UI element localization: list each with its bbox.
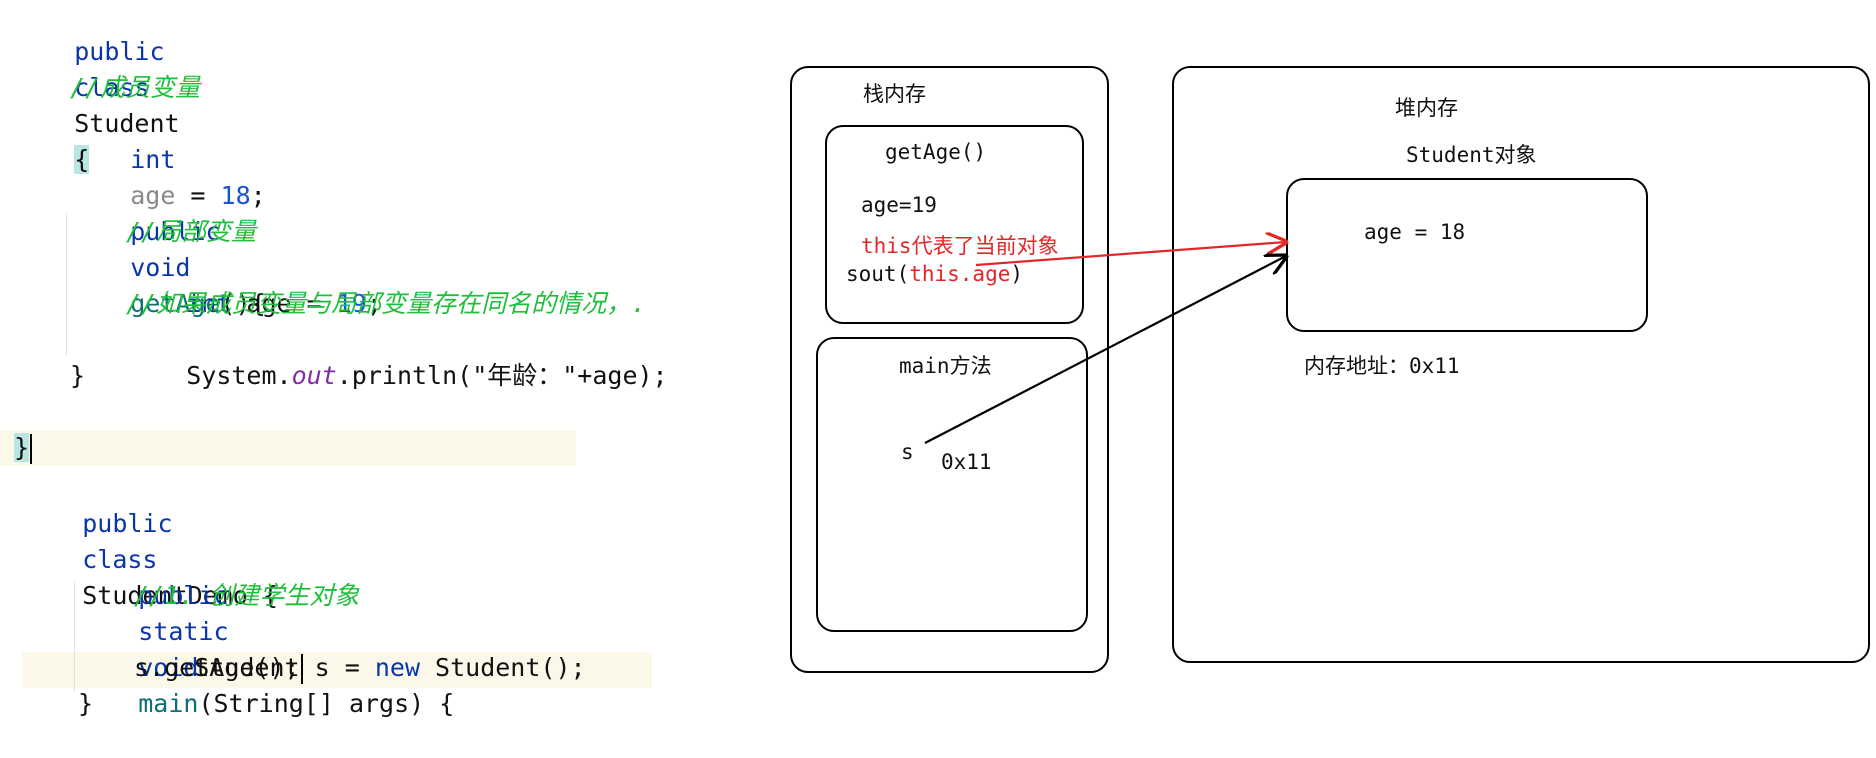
main-var-value: 0x11 [941,450,992,474]
heap-object-title: Student对象 [1406,143,1537,167]
code-line: int age = 18; [70,106,266,250]
code-comment: //1. 创建学生对象 [134,581,360,610]
code-line: public static void main(String[] args) { [78,542,454,758]
local-age-var: age=19 [861,193,937,217]
method-name: getAge [130,289,221,318]
keyword: public [74,37,165,66]
caret-line-highlight [22,652,652,688]
main-frame-box [816,337,1088,632]
code-line: s.getAge(); [134,650,303,686]
code-line: public class Student { [14,0,180,214]
this-note: this代表了当前对象 [861,234,1059,258]
code-comment: //成员变量 [70,73,201,102]
semicolon: ; [250,181,266,210]
code-line: } [78,689,94,718]
static-field: out [291,361,337,390]
constructor-call: Student(); [420,653,586,682]
keyword: static [138,617,229,646]
keyword: public [130,217,221,246]
sout-prefix: sout( [846,262,910,286]
local-decl: age = [231,289,337,318]
code-line: public void getAge(){ [70,178,266,358]
main-var-s: s [901,440,914,464]
heap-object-field: age = 18 [1364,220,1466,244]
keyword: void [138,653,199,682]
method-tail: (){ [220,289,266,318]
code-line: } [14,430,33,466]
keyword: int [186,289,232,318]
code-line: } [70,361,86,390]
class-name: StudentDemo { [82,581,278,610]
matched-brace: } [14,433,30,462]
method-name: main [138,689,199,718]
code-line: Student s = new Student(); [134,614,586,722]
code-editor[interactable]: public class Student { //成员变量 int age = … [0,0,760,722]
this-age-ref: this.age [909,262,1011,286]
keyword: class [82,545,158,574]
sout-statement: sout(this.age) [846,262,1023,286]
keyword: new [374,653,420,682]
field-name: age [130,181,176,210]
code-line: public class StudentDemo { [22,470,278,650]
text-caret [300,654,303,684]
semicolon: ; [366,289,382,318]
keyword: public [138,581,229,610]
heap-object-address: 内存地址：0x11 [1304,354,1460,378]
indent-guide [66,214,67,356]
indent-guide [74,582,75,692]
code-comment: //局部变量 [126,217,257,246]
matched-brace: { [74,145,90,174]
operator: = [175,181,221,210]
text-caret [30,434,33,464]
method-params: (String[] args) { [198,689,455,718]
var-decl: Student s = [194,653,375,682]
method-call: s.getAge(); [134,653,300,682]
number-literal: 18 [220,181,251,210]
class-ref: System. [186,361,292,390]
getage-frame-title: getAge() [885,140,987,164]
stack-memory-title: 栈内存 [863,82,926,106]
code-line: int age = 19; [126,250,382,358]
number-literal: 19 [336,289,367,318]
class-name: Student [74,109,180,138]
code-comment: //如果成员变量与局部变量存在同名的情况，. [126,289,647,318]
heap-object-box [1286,178,1648,332]
heap-memory-title: 堆内存 [1395,96,1458,120]
sout-suffix: ) [1010,262,1024,286]
keyword: class [74,73,150,102]
keyword: int [130,145,176,174]
keyword: void [130,253,191,282]
main-frame-title: main方法 [899,354,992,378]
caret-line-highlight [0,430,576,466]
code-line: System.out.println("年龄："+age); [126,322,668,430]
keyword: public [82,509,173,538]
println-call: .println("年龄："+age); [336,361,668,390]
